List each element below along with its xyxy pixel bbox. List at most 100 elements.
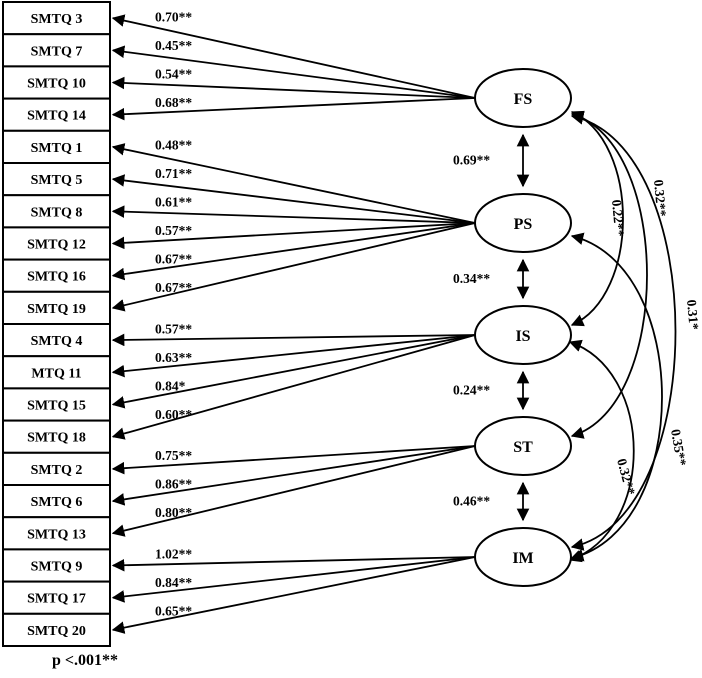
covariance-curve <box>568 339 635 563</box>
indicator-label: MTQ 11 <box>31 366 81 381</box>
coefficient-labels: 0.70** 0.45** 0.54** 0.68** 0.48** 0.71** 0.61… <box>155 9 702 618</box>
loading-label: 0.86** <box>155 477 192 492</box>
correlation-label: 0.69** <box>453 153 490 168</box>
indicator-label: SMTQ 17 <box>27 592 86 607</box>
indicator-boxes: SMTQ 3 SMTQ 7 SMTQ 10 SMTQ 14 SMTQ 1 SMTQ 5 SM… <box>2 1 111 647</box>
covariance-label: 0.22** <box>609 199 627 238</box>
indicator-box-smtq-5 <box>2 162 111 197</box>
loading-arrow <box>111 334 476 378</box>
loading-arrow <box>111 45 476 99</box>
loading-arrow <box>111 205 476 224</box>
indicator-box-smtq-8 <box>2 194 111 229</box>
indicator-box-smtq-15 <box>2 387 111 422</box>
indicator-box-smtq-12 <box>2 226 111 261</box>
loading-label: 1.02** <box>155 547 192 562</box>
indicator-label: SMTQ 8 <box>31 205 83 220</box>
indicator-label: SMTQ 12 <box>27 238 86 253</box>
loading-label: 0.48** <box>155 138 192 153</box>
loading-label: 0.45** <box>155 38 192 53</box>
covariance-curve <box>570 111 648 439</box>
indicator-label: SMTQ 20 <box>27 624 86 639</box>
covariance-label: 0.31* <box>684 299 702 331</box>
indicator-box-smtq-20 <box>2 612 111 647</box>
correlation-label: 0.34** <box>453 271 490 286</box>
indicator-label: SMTQ 10 <box>27 77 86 92</box>
indicator-box-smtq-4 <box>2 323 111 358</box>
loading-arrow <box>111 445 476 537</box>
loading-arrow <box>111 556 476 572</box>
covariance-curve <box>570 232 663 562</box>
indicator-box-smtq-10 <box>2 65 111 100</box>
loading-arrow <box>111 334 476 409</box>
loading-arrow <box>111 143 476 224</box>
indicator-label: SMTQ 1 <box>31 141 83 156</box>
indicator-label: SMTQ 15 <box>27 399 86 414</box>
indicator-label: SMTQ 19 <box>27 302 86 317</box>
indicator-label: SMTQ 9 <box>31 560 83 575</box>
covariance-label: 0.32** <box>614 457 638 497</box>
indicator-box-smtq-7 <box>2 33 111 68</box>
loading-label: 0.65** <box>155 603 192 618</box>
indicator-box-smtq-9 <box>2 548 111 583</box>
significance-footnote: p <.001** <box>52 652 119 669</box>
indicator-box-smtq-6 <box>2 484 111 519</box>
covariance-label: 0.35** <box>668 428 689 467</box>
loading-arrow <box>111 334 476 440</box>
loading-arrow <box>111 556 476 634</box>
factor-ellipse-st <box>474 416 572 476</box>
indicator-box-smtq-1 <box>2 129 111 165</box>
loading-label: 0.68** <box>155 95 192 110</box>
loading-label: 0.61** <box>155 195 192 210</box>
indicator-label: SMTQ 18 <box>27 431 86 446</box>
loading-arrow <box>111 222 476 312</box>
factor-ellipse-ps <box>474 193 572 253</box>
indicator-label: SMTQ 5 <box>31 173 83 188</box>
loading-arrow <box>111 445 476 506</box>
loading-arrow <box>111 556 476 603</box>
factor-label: IS <box>515 328 530 345</box>
indicator-label: SMTQ 4 <box>31 334 83 349</box>
indicator-box-smtq-14 <box>2 97 111 132</box>
loading-arrow <box>111 222 476 250</box>
factor-label: PS <box>514 216 533 233</box>
loading-label: 0.80** <box>155 505 192 520</box>
correlation-label: 0.46** <box>453 494 490 509</box>
loading-label: 0.60** <box>155 407 192 422</box>
indicator-label: SMTQ 2 <box>31 463 83 478</box>
factor-ellipse-fs <box>474 68 572 128</box>
indicator-label: SMTQ 14 <box>27 109 86 124</box>
indicator-label: SMTQ 3 <box>31 12 83 27</box>
indicator-label: SMTQ 7 <box>31 44 83 59</box>
loading-label: 0.70** <box>155 9 192 24</box>
loading-label: 0.84** <box>155 575 192 590</box>
indicator-box-mtq-11 <box>2 355 111 390</box>
loading-label: 0.71** <box>155 166 192 181</box>
indicator-box-smtq-17 <box>2 580 111 615</box>
loading-label: 0.67** <box>155 252 192 267</box>
correlation-label: 0.24** <box>453 383 490 398</box>
covariance-label: 0.32** <box>651 179 669 218</box>
factor-label: FS <box>514 91 533 108</box>
loading-label: 0.63** <box>155 350 192 365</box>
factor-label: IM <box>512 550 533 567</box>
indicator-box-smtq-19 <box>2 290 111 325</box>
loading-arrow <box>111 97 476 121</box>
factor-ellipse-im <box>474 527 572 587</box>
loading-arrow <box>111 445 476 475</box>
loading-label: 0.54** <box>155 66 192 81</box>
loading-arrow <box>111 174 476 224</box>
loading-label: 0.67** <box>155 280 192 295</box>
loading-arrow <box>111 76 476 99</box>
loading-label: 0.75** <box>155 448 192 463</box>
covariance-curve <box>570 112 677 551</box>
covariance-curve <box>570 110 624 327</box>
paths-layer <box>111 14 677 634</box>
loading-label: 0.57** <box>155 322 192 337</box>
indicator-label: SMTQ 6 <box>31 495 83 510</box>
indicator-label: SMTQ 13 <box>27 527 86 542</box>
indicator-box-smtq-18 <box>2 419 111 454</box>
loading-label: 0.57** <box>155 223 192 238</box>
indicator-box-smtq-16 <box>2 258 111 293</box>
indicator-label: SMTQ 16 <box>27 270 86 285</box>
